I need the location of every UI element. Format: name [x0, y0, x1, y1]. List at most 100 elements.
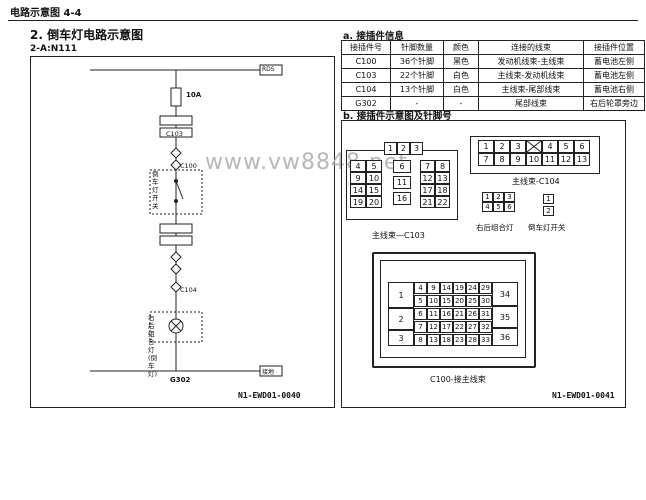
fuse-label: 10A [186, 91, 202, 99]
c100-connector-outer [372, 252, 536, 368]
table-cell: 蓄电池右侧 [583, 82, 645, 97]
ground-g302-label: G302 [170, 376, 191, 384]
pin: 2 [388, 308, 414, 330]
pin: 22 [453, 321, 466, 333]
pin: 12 [427, 321, 440, 333]
c104-caption: 主线束-C104 [512, 177, 560, 186]
pin: 20 [453, 295, 466, 307]
pin: 18 [435, 184, 450, 196]
pin: 27 [466, 321, 479, 333]
table-cell: 黑色 [443, 54, 479, 69]
col-header-pins: 针脚数量 [390, 40, 444, 55]
top-box-label: RDS [262, 66, 275, 73]
c104-connector [470, 136, 600, 174]
pin: 8 [435, 160, 450, 172]
pin: 7 [478, 153, 494, 166]
pin: 23 [453, 334, 466, 346]
pin: 11 [427, 308, 440, 320]
blank-pin-cross-icon [527, 141, 541, 152]
header-divider [8, 20, 638, 21]
connector-c104-label: C104 [180, 286, 197, 294]
pin: 11 [393, 176, 411, 189]
connector-c100-label: C100 [180, 162, 197, 170]
pin: 4 [414, 282, 427, 294]
pin: 14 [440, 282, 453, 294]
pin: 30 [479, 295, 492, 307]
pin: 3 [510, 140, 526, 153]
pin: 6 [504, 202, 515, 212]
table-cell: 主线束-尾部线束 [478, 82, 584, 97]
table-cell: 白色 [443, 82, 479, 97]
pin: 24 [466, 282, 479, 294]
diagram-code-left: N1-EWD01-0040 [238, 391, 301, 400]
table-row: G302 - - 尾部线束 右后轮罩旁边 [341, 96, 645, 111]
blank-pin [526, 140, 542, 153]
pin: 13 [574, 153, 590, 166]
connector-info-label: a. 接插件信息 [343, 31, 404, 42]
pin: 1 [482, 192, 493, 202]
pin: 9 [350, 172, 366, 184]
pin: 2 [494, 140, 510, 153]
pin: 34 [492, 282, 518, 306]
pin: 28 [466, 334, 479, 346]
table-cell: 白色 [443, 68, 479, 83]
connector-diagram-frame [341, 120, 626, 408]
c103-caption: 主线束—C103 [372, 231, 425, 240]
table-cell: 36个针脚 [390, 54, 444, 69]
page-header-title: 电路示意图 4-4 [10, 8, 82, 19]
pin: 19 [453, 282, 466, 294]
pin: 14 [350, 184, 366, 196]
pin: 26 [466, 308, 479, 320]
pin: 21 [420, 196, 435, 208]
pin: 3 [410, 142, 423, 155]
table-cell: 蓄电池左侧 [583, 68, 645, 83]
pin: 16 [440, 308, 453, 320]
table-cell: 13个针脚 [390, 82, 444, 97]
connector-diagram-label: b. 接插件示意图及针脚号 [343, 111, 452, 122]
section-subtitle: 2-A:N111 [30, 44, 78, 54]
pin: 4 [350, 160, 366, 172]
pin: 2 [543, 206, 554, 216]
pin: 12 [420, 172, 435, 184]
pin: 17 [420, 184, 435, 196]
table-cell: 尾部线束 [478, 96, 584, 111]
switch-label: 倒车灯开关 [152, 170, 159, 210]
switch-connector-caption: 倒车灯开关 [528, 223, 566, 232]
lamp-connector-caption: 右后组合灯 [476, 223, 514, 232]
ground-box-label: 接地 [262, 369, 275, 376]
table-cell: 主线束-发动机线束 [478, 68, 584, 83]
pin: 18 [440, 334, 453, 346]
table-row: C100 36个针脚 黑色 发动机线束-主线束 蓄电池左侧 [341, 54, 645, 69]
pin: 5 [493, 202, 504, 212]
pin: 1 [388, 282, 414, 308]
col-header-connector: 接插件号 [341, 40, 391, 55]
diagram-code-right: N1-EWD01-0041 [552, 391, 615, 400]
table-cell: C100 [341, 54, 391, 69]
pin: 6 [414, 308, 427, 320]
pin: 5 [366, 160, 382, 172]
pin: 15 [440, 295, 453, 307]
pin: 29 [479, 282, 492, 294]
pin: 11 [542, 153, 558, 166]
pin: 7 [420, 160, 435, 172]
c100-connector-inner [380, 260, 526, 358]
pin: 20 [366, 196, 382, 208]
pin: 4 [542, 140, 558, 153]
pin: 1 [384, 142, 397, 155]
pin: 3 [504, 192, 515, 202]
left-diagram-frame [30, 56, 335, 408]
table-cell: C104 [341, 82, 391, 97]
lamp-label: 右后组合灯(倒车灯) [148, 314, 158, 378]
pin: 7 [414, 321, 427, 333]
pin: 9 [510, 153, 526, 166]
pin: 12 [558, 153, 574, 166]
pin: 5 [558, 140, 574, 153]
pin: 5 [414, 295, 427, 307]
pin: 9 [427, 282, 440, 294]
pin: 31 [479, 308, 492, 320]
pin: 6 [574, 140, 590, 153]
pin: 10 [427, 295, 440, 307]
table-cell: 右后轮罩旁边 [583, 96, 645, 111]
table-cell: 蓄电池左侧 [583, 54, 645, 69]
pin: 32 [479, 321, 492, 333]
